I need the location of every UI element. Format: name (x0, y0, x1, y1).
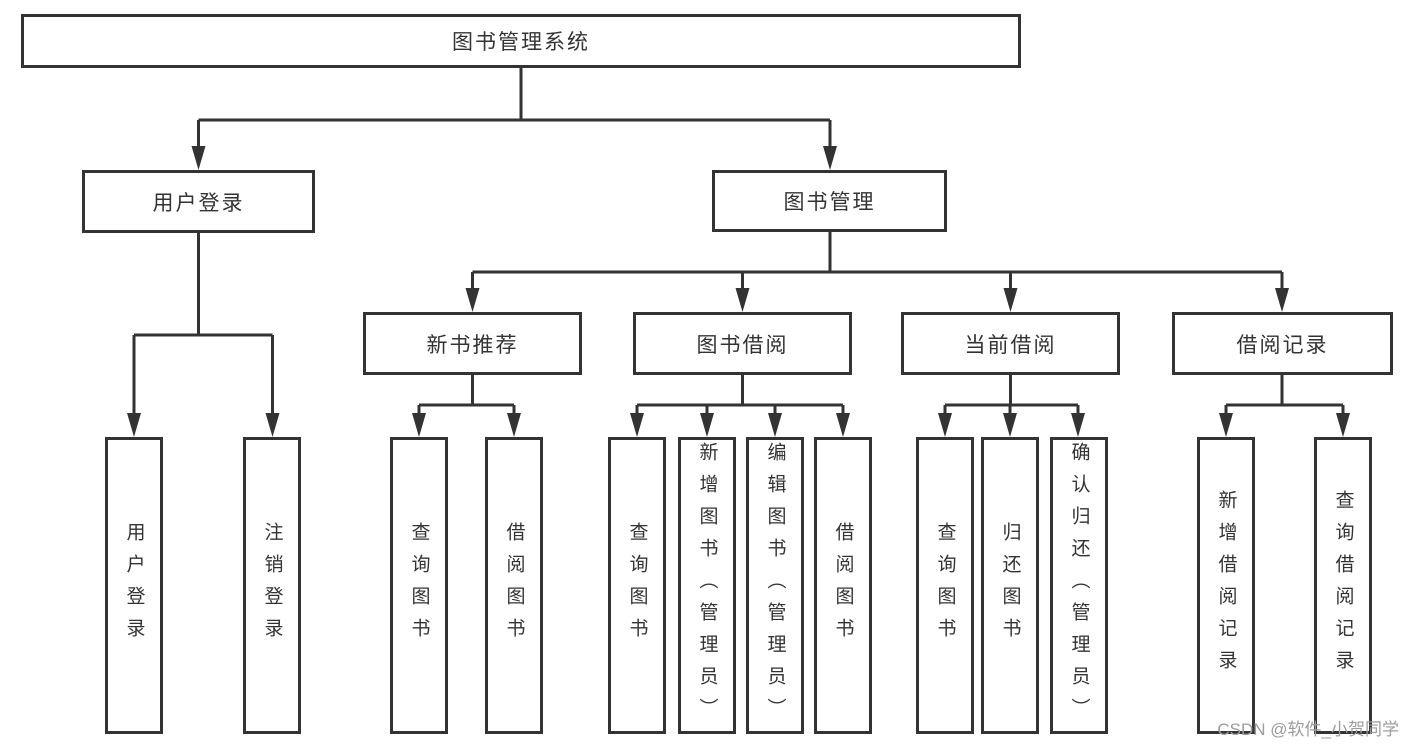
connector-book-borrow-children (630, 375, 850, 437)
connector-root-to-level2 (191, 68, 837, 170)
node-new-book-recommend: 新书推荐 (363, 312, 582, 375)
connector-user-login-children (127, 233, 280, 437)
leaf-confirm-return-admin-label: 确认归还（管理员） (1068, 441, 1090, 730)
node-user-login: 用户登录 (82, 170, 315, 233)
leaf-query-book-recommend-label: 查询图书 (408, 521, 430, 650)
leaf-query-borrow-record: 查询借阅记录 (1314, 437, 1372, 734)
leaf-user-login: 用户登录 (105, 437, 163, 734)
leaf-borrow-book-label: 借阅图书 (832, 521, 854, 650)
leaf-borrow-book: 借阅图书 (814, 437, 872, 734)
leaf-edit-book-admin: 编辑图书（管理员） (746, 437, 804, 734)
node-root: 图书管理系统 (21, 14, 1021, 68)
leaf-add-book-admin-label: 新增图书（管理员） (696, 441, 718, 730)
leaf-query-book-recommend: 查询图书 (390, 437, 448, 734)
leaf-confirm-return-admin: 确认归还（管理员） (1050, 437, 1108, 734)
leaf-add-book-admin: 新增图书（管理员） (678, 437, 736, 734)
node-book-borrow: 图书借阅 (633, 312, 852, 375)
leaf-query-book-current-label: 查询图书 (934, 521, 956, 650)
leaf-add-borrow-record-label: 新增借阅记录 (1215, 489, 1237, 682)
connector-book-mgmt-children (465, 232, 1289, 312)
node-current-borrow: 当前借阅 (901, 312, 1120, 375)
leaf-return-book-label: 归还图书 (999, 521, 1021, 650)
connector-borrow-record-children (1219, 375, 1350, 437)
leaf-query-book-borrow: 查询图书 (608, 437, 666, 734)
watermark: CSDN @软件_小贺同学 (1217, 720, 1399, 739)
leaf-logout: 注销登录 (243, 437, 301, 734)
leaf-return-book: 归还图书 (981, 437, 1039, 734)
leaf-borrow-book-recommend-label: 借阅图书 (503, 521, 525, 650)
connector-current-borrow-children (938, 375, 1085, 437)
leaf-edit-book-admin-label: 编辑图书（管理员） (764, 441, 786, 730)
node-borrow-record: 借阅记录 (1172, 312, 1393, 375)
leaf-query-book-current: 查询图书 (916, 437, 974, 734)
node-book-mgmt: 图书管理 (712, 170, 947, 232)
leaf-query-borrow-record-label: 查询借阅记录 (1332, 489, 1354, 682)
leaf-borrow-book-recommend: 借阅图书 (485, 437, 543, 734)
leaf-add-borrow-record: 新增借阅记录 (1197, 437, 1255, 734)
connector-new-book-children (412, 375, 521, 437)
leaf-query-book-borrow-label: 查询图书 (626, 521, 648, 650)
leaf-user-login-label: 用户登录 (123, 521, 145, 650)
leaf-logout-label: 注销登录 (261, 521, 283, 650)
